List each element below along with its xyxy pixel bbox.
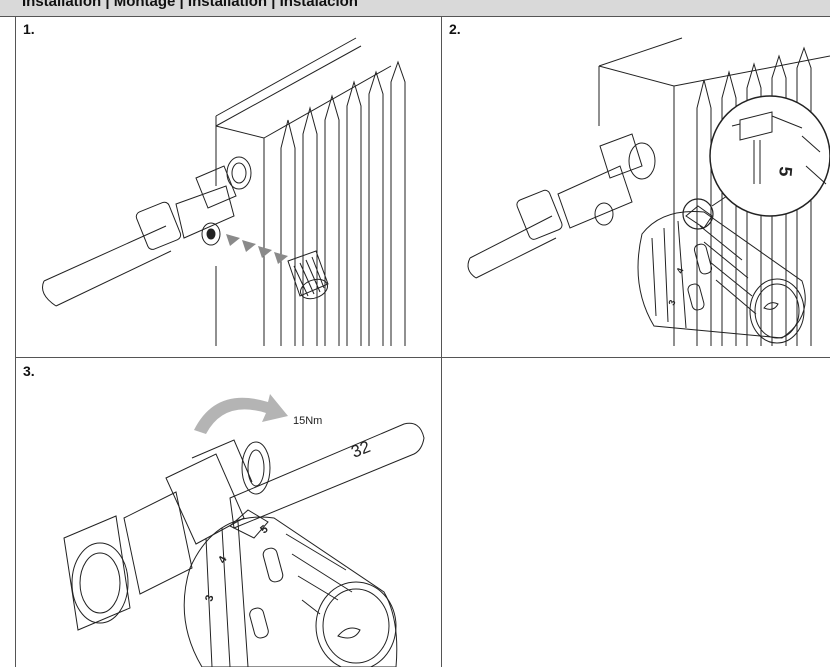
scale-mark-3: 3 — [666, 299, 677, 307]
torque-label: 15Nm — [293, 415, 322, 427]
highlight-marker — [683, 199, 713, 229]
scale-mark-3: 3 — [203, 594, 216, 603]
thermostat-head: 4 3 — [638, 206, 805, 343]
step-1-number: 1. — [23, 21, 35, 37]
step-3-number: 3. — [23, 363, 35, 379]
step-2-number: 2. — [449, 21, 461, 37]
step-3-panel: 3. 15Nm 32 — [16, 358, 442, 667]
step-2-panel: 2. — [442, 16, 830, 358]
valve-body — [64, 440, 252, 630]
direction-arrows — [226, 234, 288, 264]
installation-steps-grid: 1. — [15, 16, 830, 667]
rotation-arrow — [194, 394, 288, 434]
zoom-inset: 5 — [710, 96, 830, 216]
empty-panel — [442, 358, 830, 667]
scale-mark-4: 4 — [674, 267, 685, 275]
protective-cap — [288, 251, 330, 302]
radiator-fins — [281, 62, 405, 346]
wrench: 32 — [230, 423, 424, 528]
scale-mark-5: 5 — [258, 523, 270, 536]
step-2-illustration: 4 3 5 — [442, 16, 830, 358]
valve-body — [135, 166, 236, 251]
section-title: Installation | Montage | Installation | … — [22, 0, 358, 10]
step-3-illustration: 15Nm 32 — [16, 394, 442, 667]
section-header: Installation | Montage | Installation | … — [0, 0, 830, 17]
wrench-size-label: 32 — [348, 437, 373, 462]
scale-mark-5: 5 — [775, 166, 796, 178]
step-1-illustration — [16, 16, 442, 358]
step-1-panel: 1. — [16, 16, 442, 358]
